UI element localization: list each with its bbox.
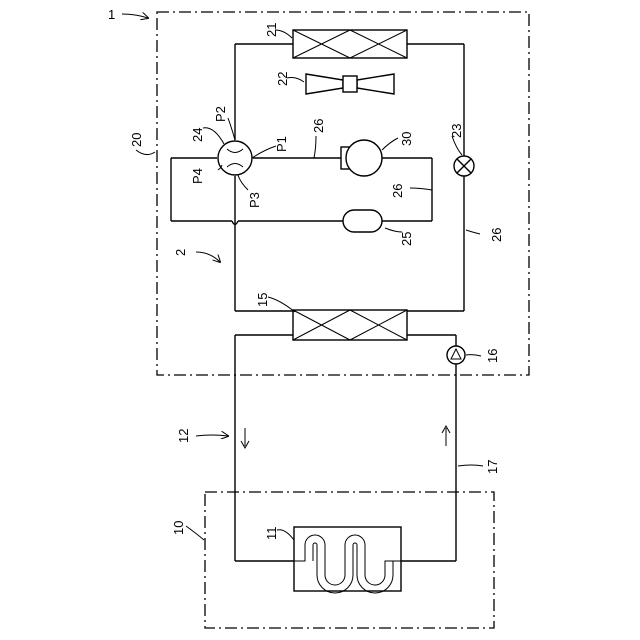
label-fan-22: 22 [275,72,290,86]
label-pipe-26-mid: 26 [390,184,405,198]
label-circuit-2: 2 [173,249,188,256]
label-hx-11: 11 [264,527,279,541]
heat-exchanger-11 [294,527,401,593]
label-pipe-26-right: 26 [489,228,504,242]
expansion-valve-23-icon [454,156,474,176]
label-p2: P2 [213,106,228,122]
leader-lines [122,14,483,540]
label-system-1: 1 [108,7,115,22]
compressor-30-icon [341,140,382,176]
label-p4: P4 [190,168,205,184]
pump-16-icon [447,346,465,364]
label-hx-21: 21 [264,23,279,37]
label-accumulator-25: 25 [399,232,414,246]
label-compressor-30: 30 [399,132,414,146]
four-way-valve-24-icon [218,141,252,175]
label-p3: P3 [247,192,262,208]
heat-exchanger-21 [293,30,407,58]
label-valve-23: 23 [449,124,464,138]
fan-22-icon [306,74,394,94]
label-pipe-26-top: 26 [311,119,326,133]
accumulator-25 [343,210,382,232]
label-pipe-17: 17 [485,460,500,474]
label-valve-24: 24 [190,128,205,142]
label-unit-20: 20 [129,133,144,147]
label-unit-10: 10 [171,521,186,535]
label-circuit-12: 12 [176,429,191,443]
flow-arrow-down [241,428,249,448]
heat-exchanger-15 [293,310,407,340]
label-hx-15: 15 [255,293,270,307]
flow-arrow-up [442,426,450,446]
label-pump-16: 16 [485,349,500,363]
label-p1: P1 [274,136,289,152]
